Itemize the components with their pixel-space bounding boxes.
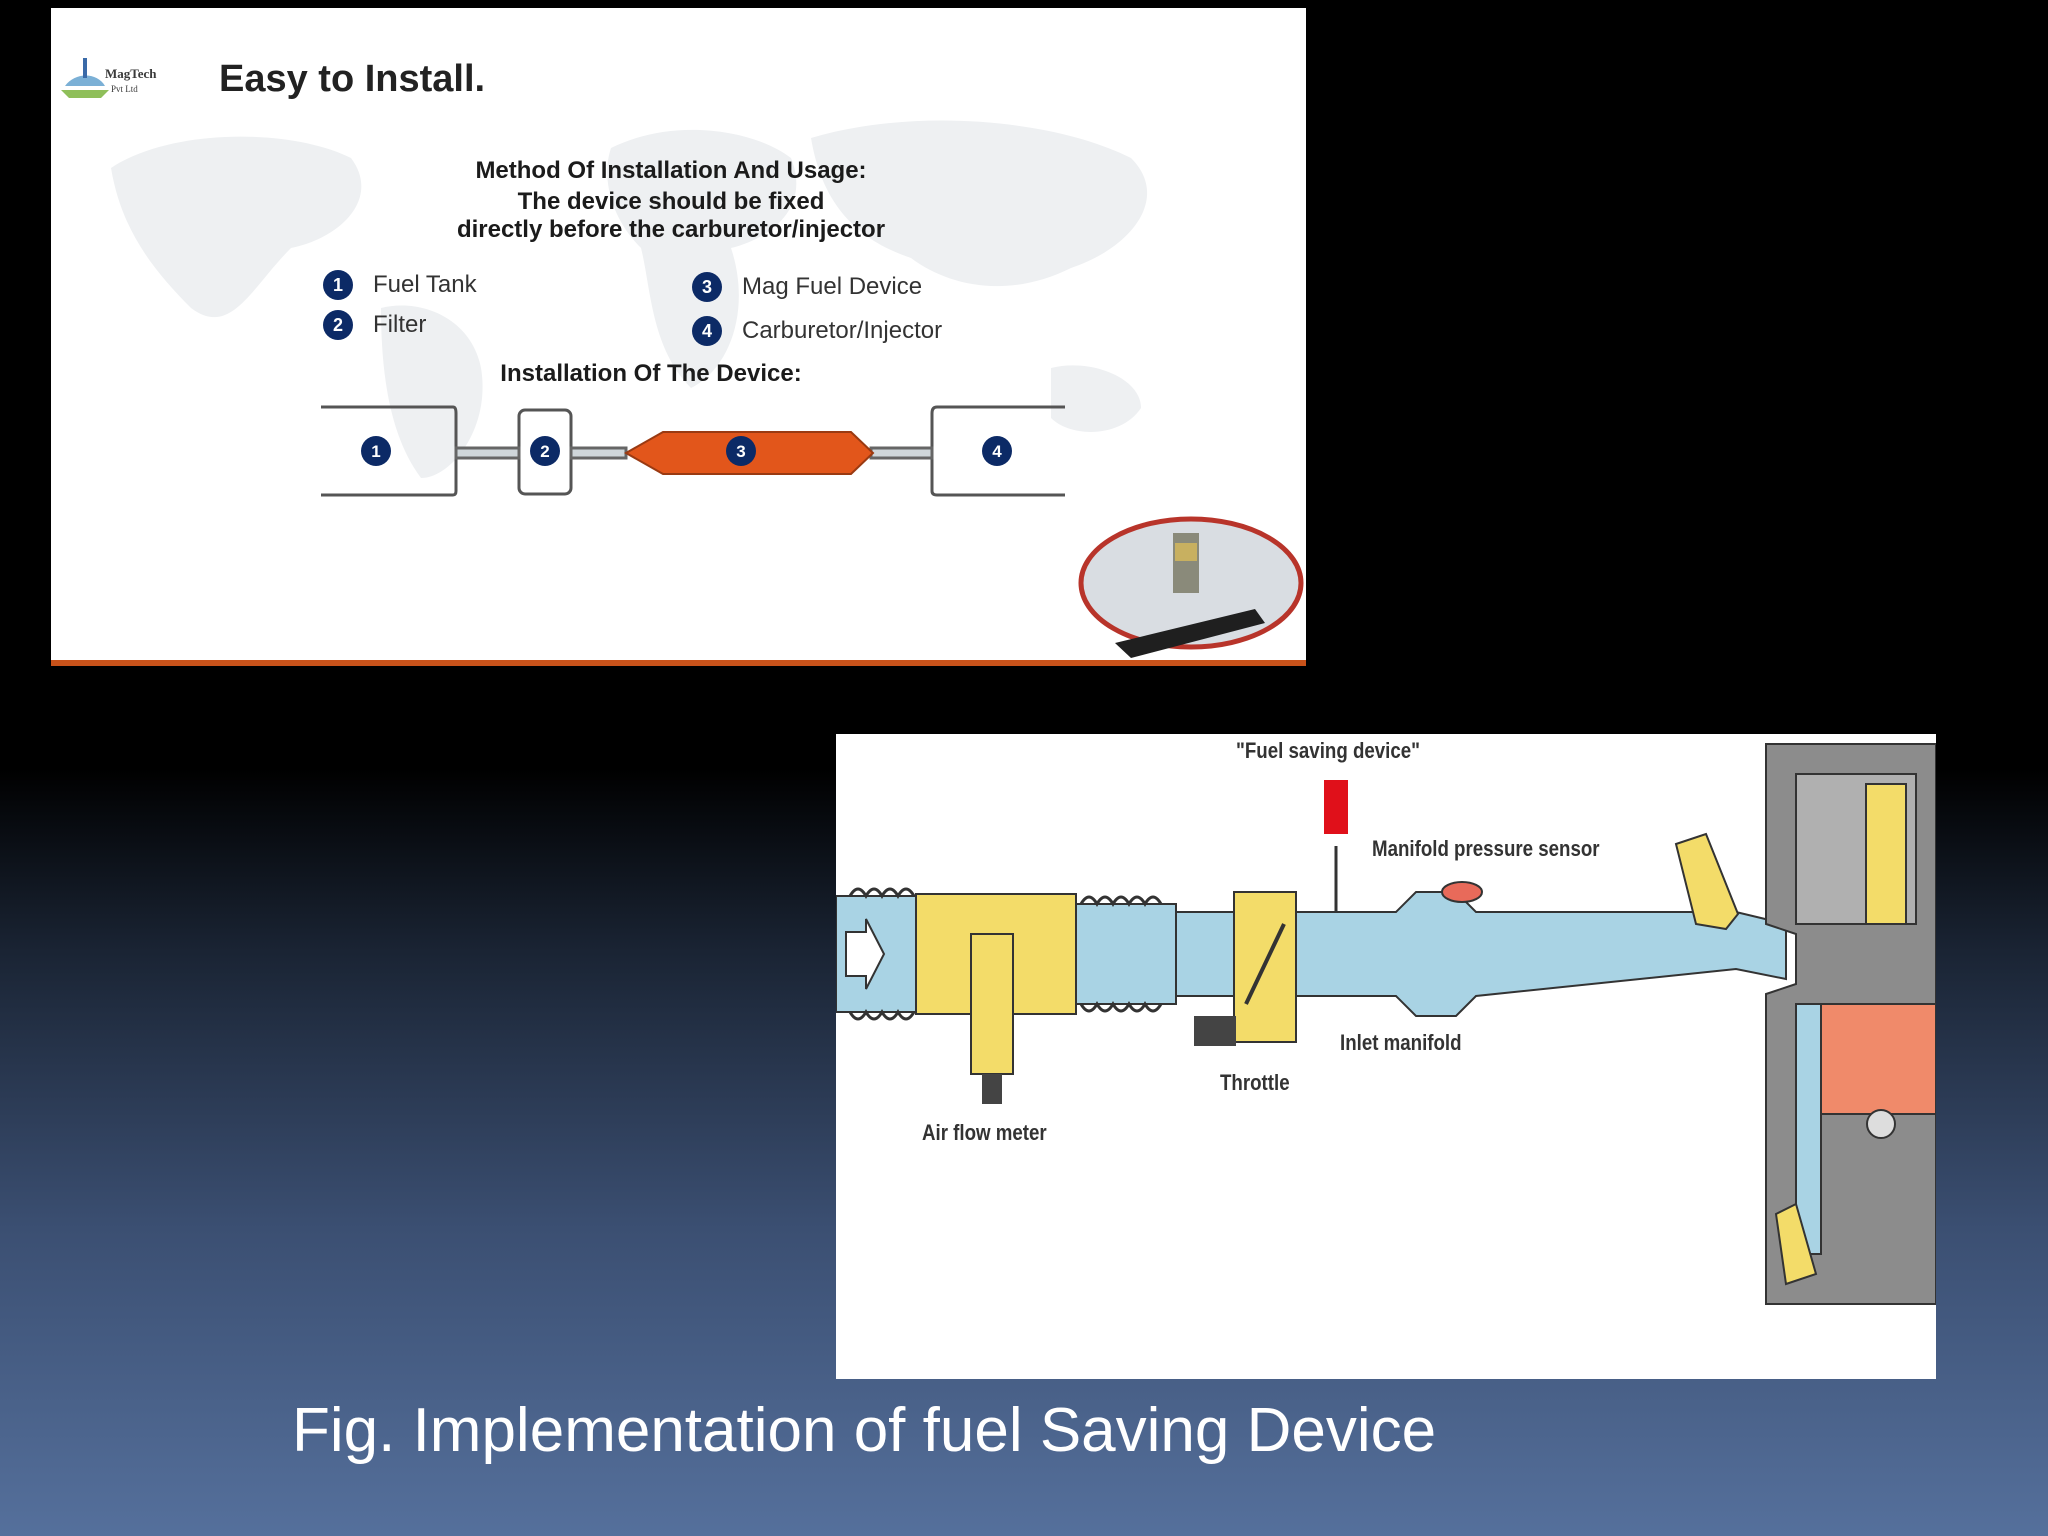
legend-item-carburetor-injector: 4 Carburetor/Injector — [692, 316, 942, 346]
throttle-label: Throttle — [1220, 1070, 1290, 1095]
pipe-device-carburetor — [869, 446, 934, 460]
engine-intake-diagram: "Fuel saving device" Manifold pressure s… — [836, 734, 1936, 1379]
magtech-logo — [61, 58, 109, 98]
intake-system-illustration — [836, 743, 1936, 1305]
legend-label: Mag Fuel Device — [742, 273, 923, 300]
legend-label: Carburetor/Injector — [742, 317, 943, 344]
piston — [1820, 1003, 1936, 1115]
pipe-filter-device — [569, 446, 628, 460]
method-heading: Method Of Installation And Usage: — [475, 157, 867, 184]
number-badge: 2 — [323, 310, 353, 340]
method-line-2: directly before the carburetor/injector — [456, 216, 886, 243]
logo-text: MagTech — [105, 66, 157, 81]
fuel-saving-device-label: "Fuel saving device" — [1236, 738, 1421, 763]
flow-node-3 — [726, 436, 756, 466]
air-flow-meter-label: Air flow meter — [922, 1120, 1047, 1145]
legend-label: Fuel Tank — [373, 271, 477, 298]
flow-node-3-label: 3 — [736, 442, 745, 461]
method-line-1: The device should be fixed — [517, 188, 825, 215]
device-photo-thumbnail — [1078, 516, 1304, 658]
inlet-manifold-label: Inlet manifold — [1340, 1030, 1462, 1055]
world-map-watermark — [111, 120, 1148, 478]
number-badge: 3 — [692, 272, 722, 302]
number-badge: 4 — [692, 316, 722, 346]
logo-subtext: Pvt Ltd — [111, 84, 138, 94]
install-slide: MagTech Pvt Ltd Easy to Install. Method … — [51, 8, 1306, 666]
air-inlet-arrow — [845, 918, 886, 990]
flow-node-2 — [530, 436, 560, 466]
flow-node-4 — [982, 436, 1012, 466]
flow-node-1 — [361, 436, 391, 466]
flow-node-1-label: 1 — [371, 442, 380, 461]
air-flow-meter-sensor — [970, 933, 1014, 1075]
number-badge: 1 — [323, 270, 353, 300]
legend-label: Filter — [373, 311, 427, 338]
manifold-pressure-sensor-label: Manifold pressure sensor — [1372, 836, 1600, 861]
fuel-injector — [1674, 832, 1740, 931]
throttle-actuator — [1194, 1016, 1236, 1046]
air-flow-meter-plug — [982, 1074, 1002, 1104]
manifold-pressure-sensor-body — [1441, 881, 1483, 903]
legend-item-fuel-tank: 1 Fuel Tank — [323, 270, 477, 300]
spark-plug — [1865, 783, 1907, 925]
figure-caption: Fig. Implementation of fuel Saving Devic… — [292, 1396, 1437, 1465]
inlet-manifold-duct — [1175, 891, 1787, 1017]
pipe-tank-filter — [454, 446, 521, 460]
flow-node-4-label: 4 — [992, 442, 1002, 461]
flow-node-2-label: 2 — [540, 442, 549, 461]
legend-item-mag-fuel-device: 3 Mag Fuel Device — [692, 272, 922, 302]
fuel-saving-device-marker — [1324, 780, 1348, 834]
installation-flow-diagram: 1 2 3 4 — [321, 405, 1065, 497]
legend-item-filter: 2 Filter — [323, 310, 426, 340]
coolant-channel — [1795, 1003, 1822, 1255]
installation-heading: Installation Of The Device: — [500, 360, 802, 387]
slide-title: Easy to Install. — [219, 58, 486, 100]
